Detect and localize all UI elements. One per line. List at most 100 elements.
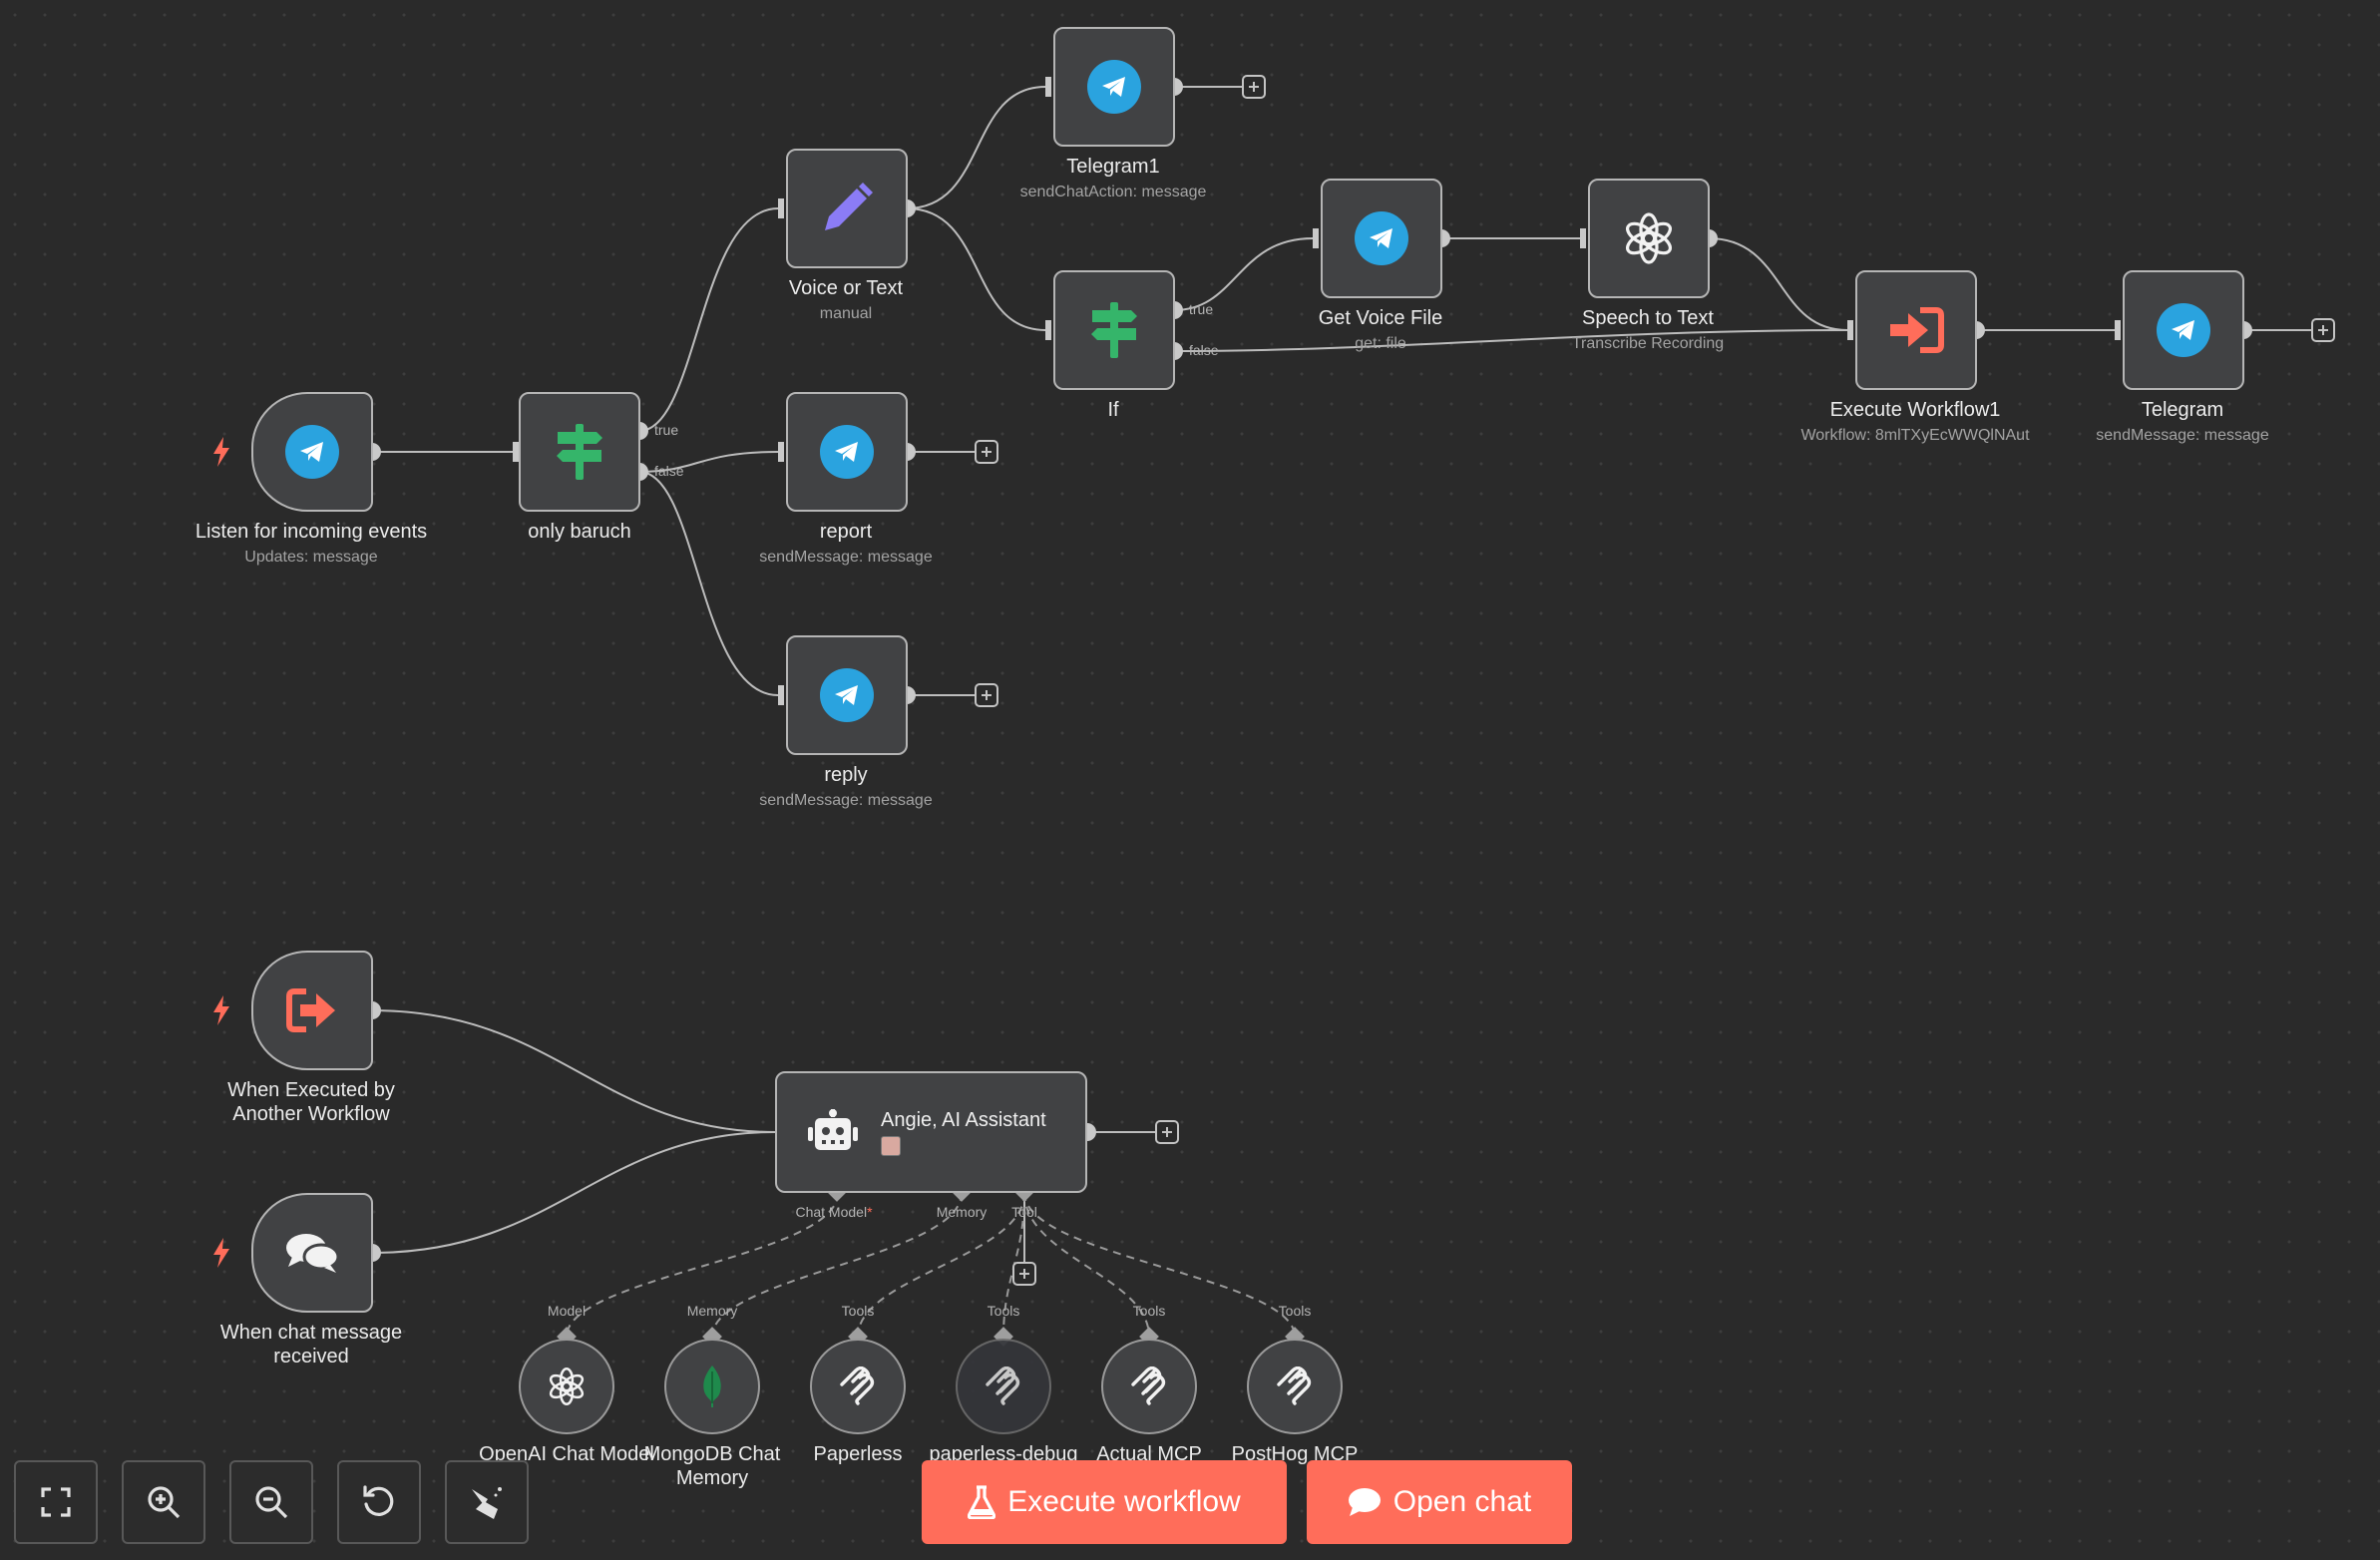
add-after-agent xyxy=(1155,1120,1179,1144)
edge-voice-telegram1 xyxy=(906,86,1046,209)
signpost-icon xyxy=(1091,302,1137,358)
chat-icon xyxy=(1348,1488,1381,1516)
bolt-icon xyxy=(213,1238,229,1268)
mcp-icon xyxy=(1131,1366,1166,1405)
node-report[interactable] xyxy=(786,392,908,512)
node-execute-workflow1[interactable] xyxy=(1855,270,1977,390)
sub-port-label: Model xyxy=(547,1303,587,1319)
add-after-report xyxy=(975,440,998,464)
node-listen-for-incoming-events[interactable] xyxy=(251,392,373,512)
sub-port-label: Tools xyxy=(1278,1303,1312,1319)
node-openai-chat-model[interactable] xyxy=(519,1339,614,1434)
fit-view-button[interactable] xyxy=(14,1460,98,1544)
undo-icon xyxy=(363,1485,394,1516)
port-label-memory: Memory xyxy=(936,1204,988,1220)
sub-port-label: Tools xyxy=(987,1303,1020,1319)
edge-false-reply xyxy=(638,471,779,696)
reset-zoom-button[interactable] xyxy=(337,1460,421,1544)
openai-icon xyxy=(549,1366,585,1406)
node-voice-or-text[interactable] xyxy=(786,149,908,268)
telegram-icon xyxy=(820,668,874,722)
node-subtitle: sendChatAction: message xyxy=(1019,184,1207,200)
zoom-out-button[interactable] xyxy=(229,1460,313,1544)
branch-true-label: true xyxy=(1189,301,1214,317)
telegram-icon xyxy=(2157,303,2210,357)
agent-title: Angie, AI Assistant xyxy=(881,1108,1046,1131)
execute-workflow-label: Execute workflow xyxy=(1007,1485,1241,1518)
node-label: OpenAI Chat Model xyxy=(479,1443,654,1465)
node-paperless-debug[interactable] xyxy=(956,1339,1051,1434)
node-subtitle: sendMessage: message xyxy=(759,792,933,809)
node-if[interactable] xyxy=(1053,270,1175,390)
port-label-tool: Tool xyxy=(1011,1204,1037,1220)
execute-workflow-button[interactable]: Execute workflow xyxy=(922,1460,1287,1544)
zoom-out-icon xyxy=(255,1486,288,1519)
node-angie-ai-assistant[interactable]: Angie, AI Assistant xyxy=(775,1071,1087,1193)
telegram-icon xyxy=(1087,60,1141,114)
node-subtitle: manual xyxy=(819,305,873,322)
node-label: MongoDB Chat xyxy=(643,1443,781,1465)
node-subtitle: sendMessage: message xyxy=(2096,427,2269,444)
edge-chat-agent xyxy=(371,1131,776,1254)
node-label: Memory xyxy=(675,1467,749,1489)
node-label: only baruch xyxy=(528,521,631,543)
telegram-icon xyxy=(285,425,339,479)
node-label: Voice or Text xyxy=(788,277,904,299)
node-label: reply xyxy=(824,764,868,786)
node-label: paperless-debug xyxy=(929,1443,1078,1465)
node-speech-to-text[interactable] xyxy=(1588,179,1710,298)
bolt-icon xyxy=(213,995,229,1025)
add-tool xyxy=(1012,1262,1036,1286)
node-label: report xyxy=(819,521,873,543)
node-actual-mcp[interactable] xyxy=(1101,1339,1197,1434)
node-get-voice-file[interactable] xyxy=(1321,179,1442,298)
edge-false-report xyxy=(638,451,779,473)
branch-false-label: false xyxy=(1189,342,1219,358)
pencil-icon xyxy=(825,183,873,230)
node-label: If xyxy=(1107,399,1119,421)
open-chat-button[interactable]: Open chat xyxy=(1307,1460,1572,1544)
node-label: Execute Workflow1 xyxy=(1829,399,2001,421)
node-label: PostHog MCP xyxy=(1231,1443,1359,1465)
node-label: Speech to Text xyxy=(1582,307,1714,329)
edge-if-true-getvoice xyxy=(1173,237,1314,311)
edge-true-voice xyxy=(638,207,779,432)
node-label: Get Voice File xyxy=(1318,307,1443,329)
sub-port-label: Memory xyxy=(686,1303,738,1319)
node-when-chat-message-received[interactable] xyxy=(251,1193,373,1313)
chat-bubbles-icon xyxy=(286,1234,340,1273)
node-paperless[interactable] xyxy=(810,1339,906,1434)
node-label: Telegram xyxy=(2141,399,2224,421)
add-after-telegram xyxy=(2311,318,2335,342)
node-label: Listen for incoming events xyxy=(195,521,428,543)
edge-voice-if xyxy=(906,207,1046,331)
telegram-icon xyxy=(1355,211,1408,265)
node-subtitle: Workflow: 8mlTXyEcWWQlNAut xyxy=(1800,427,2030,444)
node-label: Actual MCP xyxy=(1096,1443,1202,1465)
clean-up-icon xyxy=(472,1487,502,1519)
openai-icon xyxy=(1626,212,1672,264)
node-telegram1[interactable] xyxy=(1053,27,1175,147)
tidy-up-button[interactable] xyxy=(445,1460,529,1544)
node-label: When chat message xyxy=(219,1322,403,1344)
add-after-telegram1 xyxy=(1242,75,1266,99)
signpost-icon xyxy=(557,424,602,480)
fit-view-icon xyxy=(41,1487,71,1517)
node-reply[interactable] xyxy=(786,635,908,755)
node-label: Telegram1 xyxy=(1066,156,1160,178)
zoom-in-button[interactable] xyxy=(122,1460,205,1544)
node-when-executed-by-another-workflow[interactable] xyxy=(251,951,373,1070)
robot-icon xyxy=(808,1109,858,1150)
branch-true-label: true xyxy=(654,422,679,438)
branch-false-label: false xyxy=(654,463,684,479)
node-mongodb-chat-memory[interactable] xyxy=(664,1339,760,1434)
node-only-baruch[interactable] xyxy=(519,392,640,512)
open-chat-label: Open chat xyxy=(1392,1485,1532,1518)
mongodb-leaf-icon xyxy=(703,1365,721,1407)
execute-workflow-icon xyxy=(1890,307,1944,353)
mcp-icon xyxy=(840,1366,875,1405)
node-telegram[interactable] xyxy=(2123,270,2244,390)
node-subtitle: Updates: message xyxy=(244,549,378,566)
node-posthog-mcp[interactable] xyxy=(1247,1339,1343,1434)
sub-port-label: Tools xyxy=(1132,1303,1166,1319)
